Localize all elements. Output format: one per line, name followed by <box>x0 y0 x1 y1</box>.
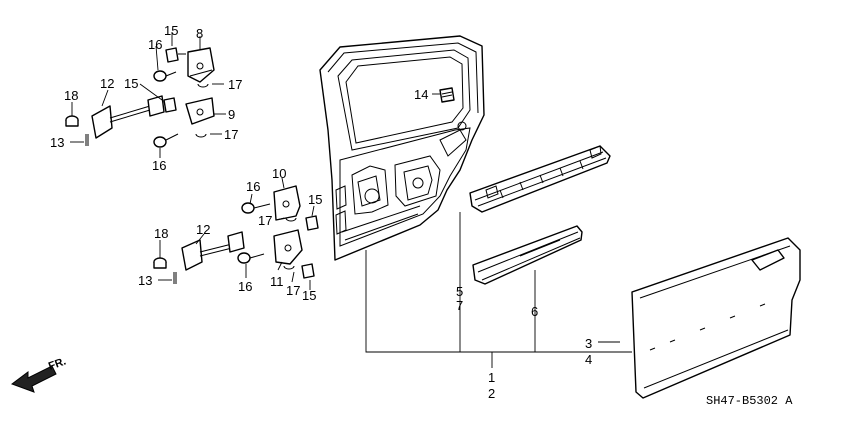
callout-16-a: 16 <box>148 37 162 52</box>
callout-15-b: 15 <box>124 76 138 91</box>
callout-9: 9 <box>228 107 235 122</box>
diagram-code: SH47-B5302 A <box>706 394 793 408</box>
callout-2: 2 <box>488 386 495 401</box>
sill-reinforcement <box>469 145 611 213</box>
callout-3: 3 <box>585 336 592 351</box>
callout-11: 11 <box>270 274 284 289</box>
callout-16-d: 16 <box>238 279 252 294</box>
callout-13-upper: 13 <box>50 135 64 150</box>
callout-7: 7 <box>456 298 463 313</box>
callout-10: 10 <box>272 166 286 181</box>
callout-15-c: 15 <box>308 192 322 207</box>
callout-8: 8 <box>196 26 203 41</box>
door-frame <box>319 35 485 261</box>
callout-12-lower: 12 <box>196 222 210 237</box>
leader-lines <box>70 32 632 368</box>
callout-6: 6 <box>531 304 538 319</box>
lower-hinge-group <box>153 185 319 284</box>
callout-13-lower: 13 <box>138 273 152 288</box>
callout-labels: 1 2 3 4 5 6 7 8 9 10 11 12 12 13 13 14 1… <box>50 23 592 401</box>
callout-17-d: 17 <box>286 283 300 298</box>
callout-15-a: 15 <box>164 23 178 38</box>
front-direction-arrow: FR. <box>10 355 68 393</box>
sill-molding <box>472 225 583 285</box>
door-outer-skin <box>631 237 801 399</box>
callout-17-a: 17 <box>228 77 242 92</box>
callout-12-upper: 12 <box>100 76 114 91</box>
callout-16-b: 16 <box>152 158 166 173</box>
front-label: FR. <box>47 355 68 372</box>
callout-18-lower: 18 <box>154 226 168 241</box>
callout-1: 1 <box>488 370 495 385</box>
callout-16-c: 16 <box>246 179 260 194</box>
callout-18-upper: 18 <box>64 88 78 103</box>
callout-17-b: 17 <box>224 127 238 142</box>
callout-4: 4 <box>585 352 592 367</box>
callout-17-c: 17 <box>258 213 272 228</box>
callout-14: 14 <box>414 87 428 102</box>
callout-5: 5 <box>456 284 463 299</box>
upper-hinge-group <box>65 47 215 148</box>
bolt-14 <box>439 87 455 103</box>
callout-15-d: 15 <box>302 288 316 303</box>
